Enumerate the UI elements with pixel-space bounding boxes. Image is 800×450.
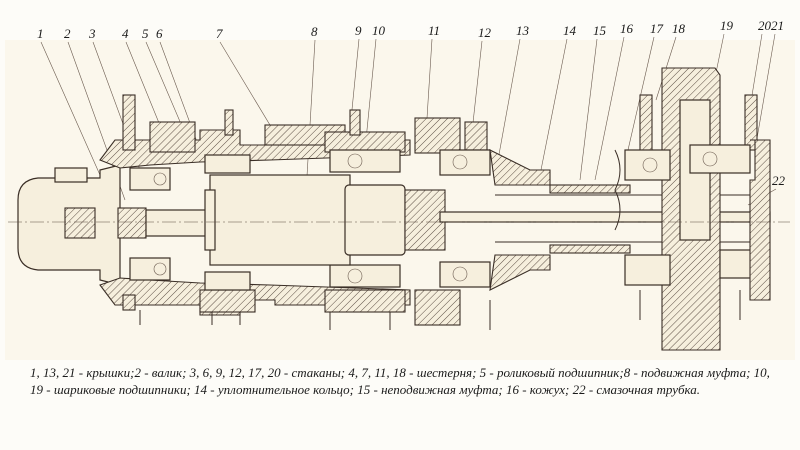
part-label-15: 15 bbox=[593, 23, 607, 38]
cup-lower-6 bbox=[199, 289, 256, 313]
cover-13-upper bbox=[489, 149, 551, 186]
leader-line-13 bbox=[497, 38, 521, 161]
part-label-16: 16 bbox=[620, 21, 634, 36]
gear-lower-11 bbox=[414, 289, 461, 326]
part-label-14: 14 bbox=[563, 23, 577, 38]
part-label-7: 7 bbox=[216, 26, 223, 41]
sliding-coupling-8 bbox=[209, 174, 351, 266]
cup-12 bbox=[464, 121, 488, 151]
cup-20 bbox=[744, 94, 758, 151]
stud-2 bbox=[349, 109, 361, 136]
stud bbox=[224, 109, 234, 136]
part-label-1: 1 bbox=[37, 26, 44, 41]
casing-16-upper bbox=[549, 184, 631, 194]
cup-9 bbox=[324, 131, 406, 153]
shaft-2-hatch bbox=[117, 207, 147, 239]
leader-line-16 bbox=[594, 36, 625, 181]
part-label-8: 8 bbox=[311, 24, 318, 39]
cup-17 bbox=[639, 94, 653, 156]
leader-line-14 bbox=[539, 38, 568, 176]
seal-ring-14 bbox=[614, 149, 621, 231]
shaft-assembly bbox=[8, 67, 790, 351]
part-label-9: 9 bbox=[355, 23, 362, 38]
part-label-2: 2 bbox=[64, 26, 71, 41]
part-label-22: 22 bbox=[772, 173, 786, 188]
part-label-17: 17 bbox=[650, 21, 664, 36]
part-label-4: 4 bbox=[122, 26, 129, 41]
part-label-12: 12 bbox=[478, 25, 492, 40]
gear-4 bbox=[149, 121, 196, 153]
part-label-11: 11 bbox=[428, 23, 440, 38]
casing-16-lower bbox=[549, 244, 631, 254]
inner-bearing-pack bbox=[404, 189, 446, 251]
leader-line-21 bbox=[754, 33, 776, 151]
inner-sleeve bbox=[344, 184, 406, 256]
part-label-13: 13 bbox=[516, 23, 530, 38]
part-label-6: 6 bbox=[156, 26, 163, 41]
shaft-2 bbox=[145, 209, 212, 237]
part-label-20: 20 bbox=[758, 18, 772, 33]
cover-21 bbox=[749, 139, 771, 301]
part-label-5: 5 bbox=[142, 26, 149, 41]
coupling-block bbox=[64, 207, 96, 239]
leader-line-1 bbox=[40, 41, 101, 176]
leader-line-17 bbox=[627, 36, 655, 151]
flange-lower bbox=[122, 294, 136, 311]
part-label-19: 19 bbox=[720, 18, 734, 33]
bearings bbox=[129, 149, 491, 291]
plug bbox=[54, 167, 88, 183]
part-label-10: 10 bbox=[372, 23, 386, 38]
cup-lower-9 bbox=[324, 289, 406, 313]
cover-13-lower bbox=[489, 254, 551, 291]
part-label-18: 18 bbox=[672, 21, 686, 36]
leader-line-15 bbox=[579, 38, 598, 181]
gear-11 bbox=[414, 117, 461, 154]
figure-caption: 1, 13, 21 - крышки;2 - валик; 3, 6, 9, 1… bbox=[30, 365, 770, 397]
part-label-3: 3 bbox=[88, 26, 96, 41]
flange-3 bbox=[122, 94, 136, 151]
part-label-21: 21 bbox=[771, 18, 784, 33]
